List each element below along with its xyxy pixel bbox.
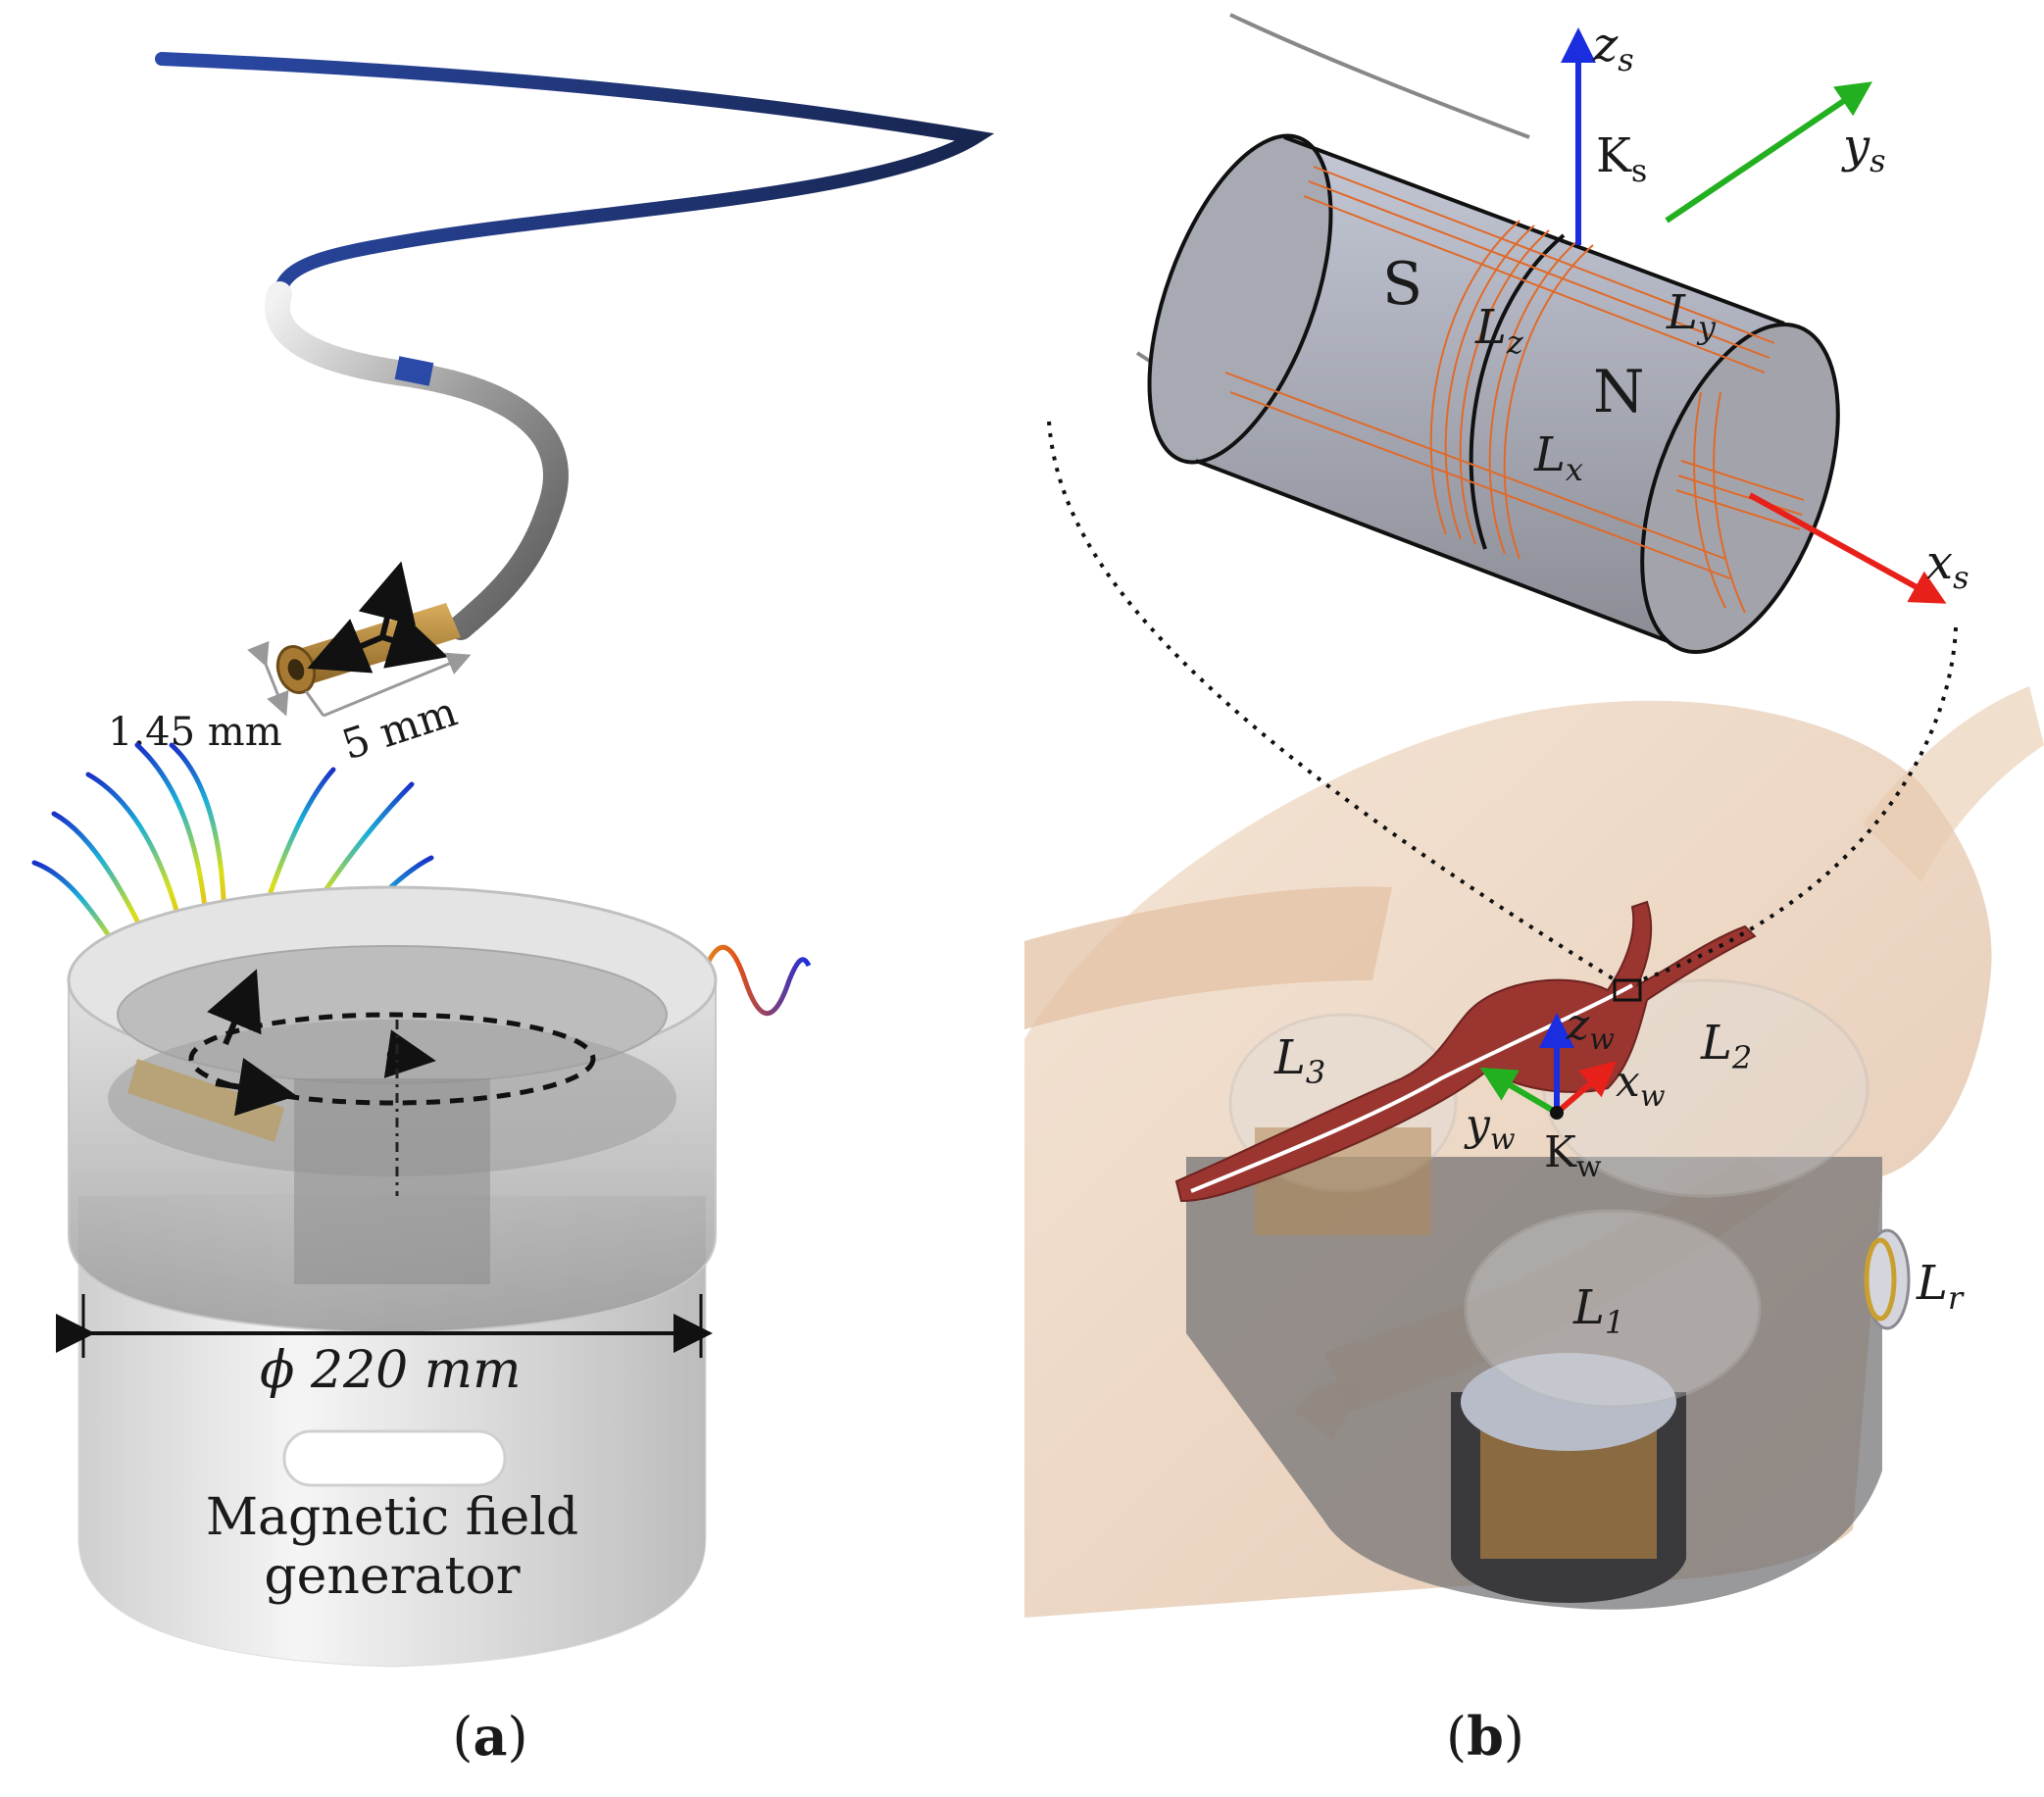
- generator-diameter-label: ϕ 220 mm: [260, 1341, 521, 1400]
- caption-b: (b): [1446, 1705, 1524, 1768]
- catheter-band: [394, 356, 434, 386]
- coil-lr-label: Lr: [1916, 1256, 1965, 1317]
- generator-label-line1: Magnetic field: [206, 1488, 578, 1547]
- panel-b: zs Ks ys xs S N Lz Ly Lx L3 L2 L1 Lr zw …: [1024, 13, 2044, 1768]
- catheter-spring: [265, 281, 569, 640]
- panel-a: 1.45 mm 5 mm: [31, 52, 995, 1768]
- coil-l2-label: L2: [1700, 1016, 1752, 1076]
- axis-ys-label: ys: [1841, 119, 1886, 179]
- coil-l3-label: L3: [1273, 1030, 1325, 1091]
- coil-lx-label: Lx: [1533, 427, 1583, 488]
- axis-zw-label: zw: [1566, 1000, 1615, 1057]
- coil-lz-label: Lz: [1474, 300, 1524, 361]
- axis-yw-label: yw: [1464, 1100, 1516, 1157]
- generator-label-line2: generator: [264, 1547, 520, 1606]
- length-dimension-label: 5 mm: [336, 687, 463, 770]
- axis-xs-label: xs: [1926, 535, 1969, 596]
- diameter-dimension-label: 1.45 mm: [108, 710, 282, 755]
- vessel-tree: [1174, 900, 1757, 1203]
- sensor-cylinder: [1135, 13, 1947, 654]
- frame-kw-label: Kw: [1544, 1127, 1602, 1184]
- sensor-coil: [275, 561, 461, 694]
- caption-a: (a): [452, 1705, 527, 1768]
- axis-zs-label: zs: [1592, 18, 1634, 78]
- catheter-tube: [155, 52, 995, 301]
- axis-xw-label: xw: [1616, 1057, 1666, 1114]
- zoom-box: [1613, 978, 1642, 1002]
- frame-ks-label: Ks: [1596, 128, 1647, 189]
- world-frame: [1479, 1013, 1618, 1120]
- field-generator-base: [1186, 978, 1911, 1610]
- coil-ly-label: Ly: [1666, 285, 1717, 346]
- dimension-lines: [247, 640, 472, 718]
- generator-handle-slot: [282, 1429, 507, 1487]
- magnetic-field-generator: [67, 885, 718, 1668]
- south-pole-label: S: [1382, 250, 1422, 319]
- coil-l1-label: L1: [1572, 1280, 1624, 1341]
- north-pole-label: N: [1593, 358, 1645, 426]
